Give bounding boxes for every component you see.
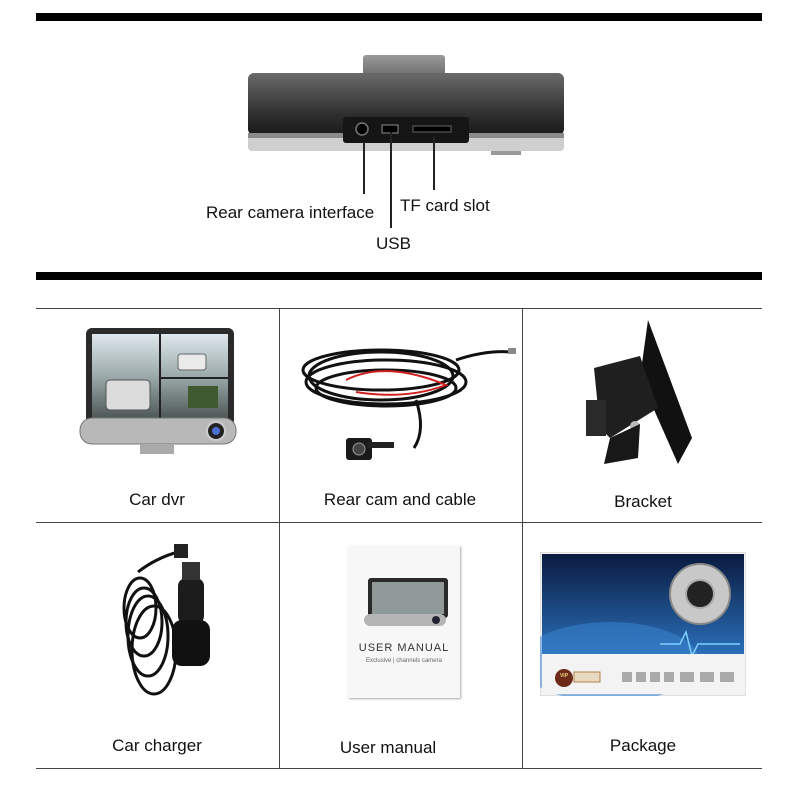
item-label-package: Package <box>609 736 677 755</box>
grid-col-line-1 <box>279 308 280 768</box>
middle-divider <box>36 272 762 280</box>
grid-top-line <box>36 308 762 309</box>
package-vip-badge: VIP <box>559 673 569 679</box>
manual-title: USER MANUAL <box>358 642 450 654</box>
callout-line-tf <box>433 136 435 190</box>
bracket-icon <box>580 318 700 468</box>
package-box-icon: VIP <box>540 552 746 696</box>
callout-line-rear <box>363 142 365 194</box>
callout-line-usb <box>390 132 392 228</box>
dashcam-icon <box>78 326 238 461</box>
item-label-rear-cam-and-cable: Rear cam and cable <box>323 490 477 509</box>
top-divider <box>36 13 762 21</box>
car-charger-icon <box>108 538 228 708</box>
item-label-car-charger: Car charger <box>112 736 202 755</box>
label-usb: USB <box>376 234 411 253</box>
label-tf-card-slot: TF card slot <box>400 196 490 215</box>
manual-dashcam-image <box>364 578 448 626</box>
label-rear-camera-interface: Rear camera interface <box>206 203 375 222</box>
manual-subtitle: Exclusive | channels camera <box>366 658 442 664</box>
rear-camera-cable-icon <box>296 330 518 470</box>
device-side-view <box>245 55 565 160</box>
item-label-bracket: Bracket <box>614 492 672 511</box>
item-label-car-dvr: Car dvr <box>129 490 185 509</box>
item-label-user-manual: User manual <box>339 738 437 757</box>
grid-col-line-2 <box>522 308 523 768</box>
manual-booklet: USER MANUAL Exclusive | channels camera <box>348 546 460 698</box>
grid-middle-line <box>36 522 762 523</box>
grid-bottom-line <box>36 768 762 769</box>
user-manual-icon: USER MANUAL Exclusive | channels camera <box>348 546 460 698</box>
